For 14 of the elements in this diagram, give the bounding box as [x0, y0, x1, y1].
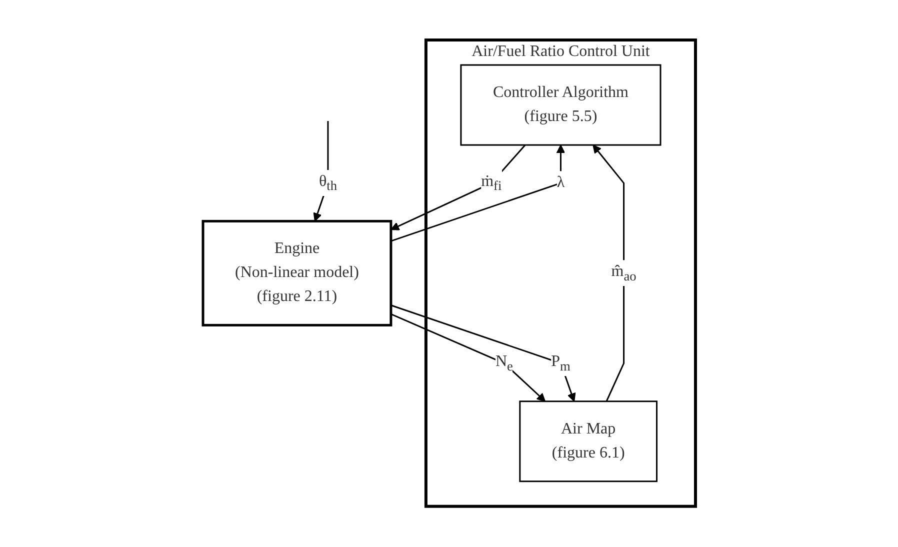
arrow: [592, 144, 624, 402]
node-box: Controller Algorithm (figure 5.5): [460, 64, 661, 146]
edge-label: P$_{m}$: [550, 354, 570, 374]
edge-label: N$_{e}$: [495, 354, 513, 374]
node-box: Air Map (figure 6.1): [518, 400, 658, 482]
arrow: [390, 304, 576, 402]
arrow: [390, 314, 546, 402]
edge-label: λ: [556, 174, 564, 192]
edge-label: θ$_{th}$: [318, 173, 337, 194]
arrow: [390, 144, 526, 231]
arrow: [390, 144, 565, 242]
edge-label: m̂$_{ao}$: [611, 263, 636, 284]
node-box: Engine (Non-linear model) (figure 2.11): [202, 220, 392, 327]
edge-label: ṁ$_{fi}$: [480, 173, 502, 194]
